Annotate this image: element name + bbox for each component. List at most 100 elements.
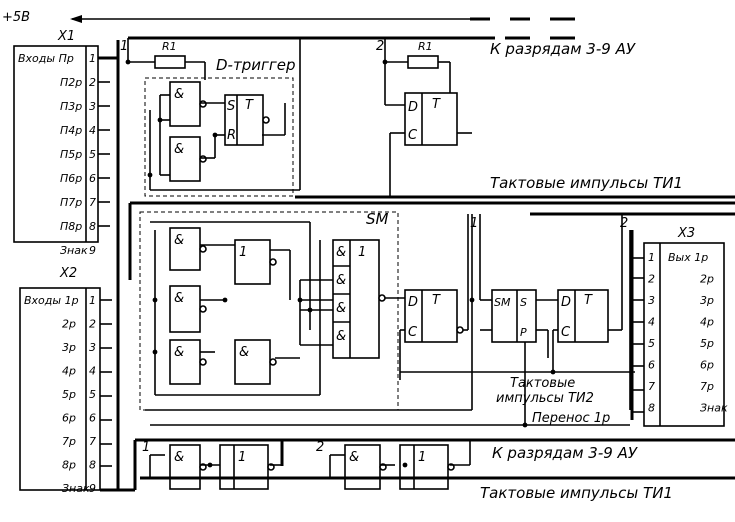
connector-pin: 5	[648, 337, 655, 350]
bus-number-1-top: 1	[120, 39, 128, 54]
svg-text:&: &	[174, 87, 184, 102]
junction-dot	[402, 462, 408, 468]
connector-pin: 7	[648, 380, 655, 393]
svg-text:&: &	[349, 450, 359, 465]
svg-text:&: &	[174, 142, 184, 157]
connector-pin: 6	[89, 172, 96, 185]
connector-row-label: 7р	[62, 435, 76, 448]
connector-pin: 3	[648, 294, 655, 307]
svg-text:2: 2	[316, 440, 324, 455]
x1-label: Х1	[57, 29, 75, 44]
connector-row-label: 4р	[62, 365, 76, 378]
connector-pin: 3	[89, 100, 96, 113]
resistor-r1-right: R1	[384, 38, 450, 69]
connector-row-label: П2р	[60, 76, 82, 89]
svg-text:&: &	[174, 233, 184, 248]
svg-text:&: &	[174, 345, 184, 360]
and-gate: &	[169, 136, 207, 182]
dff-middle: D C T	[399, 214, 469, 380]
svg-text:&: &	[336, 273, 346, 288]
x3rows-header-pin: 1	[648, 251, 655, 264]
x2rows-header: Входы 1р	[24, 294, 79, 307]
resistor-right-label: R1	[418, 40, 433, 53]
sm-group: SM	[128, 201, 735, 411]
resistor-left-label: R1	[162, 40, 177, 53]
output-bus	[530, 212, 735, 420]
connector-row-label: П7р	[60, 196, 82, 209]
svg-text:SM: SM	[494, 296, 511, 309]
and-gate: &	[344, 444, 387, 490]
svg-text:1: 1	[239, 245, 247, 260]
x2rows-header-pin: 1	[89, 294, 96, 307]
carry-line: Перенос 1р	[150, 411, 630, 426]
connector-row-label: 5р	[700, 337, 714, 350]
and-gate: &	[169, 227, 207, 271]
svg-text:D: D	[561, 295, 571, 310]
x1rows-header: Входы Пр	[18, 52, 74, 65]
sm-adder: SM S P 1	[470, 214, 558, 425]
connector-row-label: П6р	[60, 172, 82, 185]
connector-pin: 8	[89, 459, 96, 472]
x3rows-header: Вых 1р	[668, 251, 708, 264]
connector-pin: 9	[89, 482, 96, 495]
connector-row-label: 5р	[62, 388, 76, 401]
svg-text:&: &	[336, 301, 346, 316]
and-gate: &	[169, 339, 207, 385]
or-gate: 1	[399, 444, 455, 490]
svg-text:C: C	[408, 325, 418, 340]
d-trigger-group: D-триггер	[144, 56, 295, 197]
connector-pin: 5	[89, 148, 96, 161]
connector-pin: 2	[648, 273, 655, 286]
connector-pin: 6	[89, 412, 96, 425]
svg-text:D: D	[408, 100, 418, 115]
connector-pin: 3	[89, 341, 96, 354]
connector-pin: 2	[89, 76, 96, 89]
bus-to-bits-top: К разрядам 3-9 АУ 1 2	[120, 36, 636, 58]
clock-ti2-label-2: импульсы ТИ2	[496, 391, 594, 406]
connector-pin: 4	[89, 365, 96, 378]
rs-flipflop: SRT	[224, 94, 270, 146]
connector-row-label: 2р	[62, 318, 76, 331]
x2-label: Х2	[59, 266, 77, 281]
or-gate: 1	[219, 444, 275, 490]
connector-row-label: П5р	[60, 148, 82, 161]
bus-number-2-top: 2	[376, 39, 384, 54]
connector-pin: 8	[648, 402, 655, 415]
connector-row-label: 6р	[700, 359, 714, 372]
svg-text:C: C	[561, 325, 571, 340]
svg-text:1: 1	[238, 450, 246, 465]
connector-pin: 6	[648, 359, 655, 372]
bus-to-bits-bottom: К разрядам 3-9 АУ 1 2	[142, 438, 735, 466]
dff-top: D C T	[384, 62, 472, 175]
x3-label: Х3	[677, 226, 695, 241]
connector-pin: 4	[648, 316, 655, 329]
connector-row-label: 3р	[62, 341, 76, 354]
svg-text:&: &	[239, 345, 249, 360]
connector-row-label: Знак	[60, 244, 88, 257]
connector-row-label: П4р	[60, 124, 82, 137]
connector-row-label: 2р	[700, 273, 714, 286]
svg-text:&: &	[336, 329, 346, 344]
connector-row-label: Знак	[62, 482, 90, 495]
internal-wiring	[145, 38, 473, 478]
carry-label: Перенос 1р	[532, 411, 610, 426]
svg-text:C: C	[408, 128, 418, 143]
clock-ti1-bottom: Тактовые импульсы ТИ1	[140, 476, 735, 502]
svg-text:S: S	[227, 99, 235, 114]
connector-row-label: П8р	[60, 220, 82, 233]
svg-text:P: P	[520, 326, 527, 339]
connector-pin: 7	[89, 196, 96, 209]
clock-ti2-label-1: Тактовые	[510, 376, 575, 391]
junction-dot	[125, 59, 131, 65]
svg-text:S: S	[520, 296, 527, 309]
supply-label: +5В	[2, 10, 30, 25]
connector-pin: 2	[89, 318, 96, 331]
to-bits-bottom-label: К разрядам 3-9 АУ	[492, 444, 638, 462]
and-gate: &	[169, 81, 207, 127]
svg-text:2: 2	[620, 216, 628, 231]
sm-group-label: SM	[366, 210, 389, 228]
